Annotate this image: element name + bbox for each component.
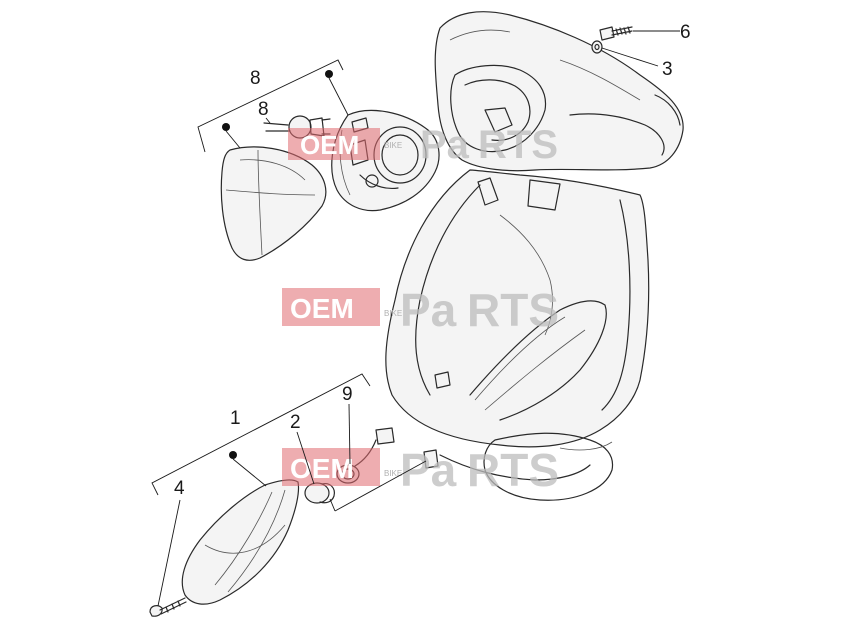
washer-3: [591, 40, 603, 54]
screw-4: [149, 597, 187, 617]
callout-1: 1: [230, 408, 241, 429]
svg-text:BIKE: BIKE: [384, 141, 402, 150]
svg-text:Pa: Pa: [420, 123, 470, 167]
svg-text:Pa: Pa: [400, 284, 457, 336]
screw-6: [599, 26, 633, 41]
svg-text:Pa: Pa: [400, 444, 457, 496]
group-marker-7a: [222, 123, 230, 131]
svg-text:RTS: RTS: [478, 123, 558, 167]
clip: [423, 449, 439, 469]
callout-8: 8: [258, 99, 269, 120]
watermark-bottom: OEM BIKE Pa RTS: [282, 444, 559, 496]
headlamp-lens: [220, 146, 327, 261]
watermark-top: OEM BIKE Pa RTS: [288, 123, 558, 167]
svg-text:BIKE: BIKE: [384, 469, 402, 478]
callout-3: 3: [662, 59, 673, 80]
svg-text:BIKE: BIKE: [384, 309, 402, 318]
callout-7: 8: [250, 68, 261, 89]
svg-text:RTS: RTS: [467, 284, 559, 336]
callout-9: 9: [342, 384, 353, 405]
svg-text:OEM: OEM: [290, 293, 354, 324]
handlebar-cover: [434, 11, 684, 172]
group-marker-1: [229, 451, 237, 459]
callout-4: 4: [174, 478, 185, 499]
callout-2: 2: [290, 412, 301, 433]
svg-text:RTS: RTS: [467, 444, 559, 496]
callout-6: 6: [680, 22, 691, 43]
watermark-middle: OEM BIKE Pa RTS: [282, 284, 559, 336]
svg-text:OEM: OEM: [290, 453, 354, 484]
front-shield: [385, 169, 650, 501]
group-marker-7b: [325, 70, 333, 78]
turn-signal-lens: [181, 479, 300, 605]
svg-text:OEM: OEM: [300, 130, 359, 160]
